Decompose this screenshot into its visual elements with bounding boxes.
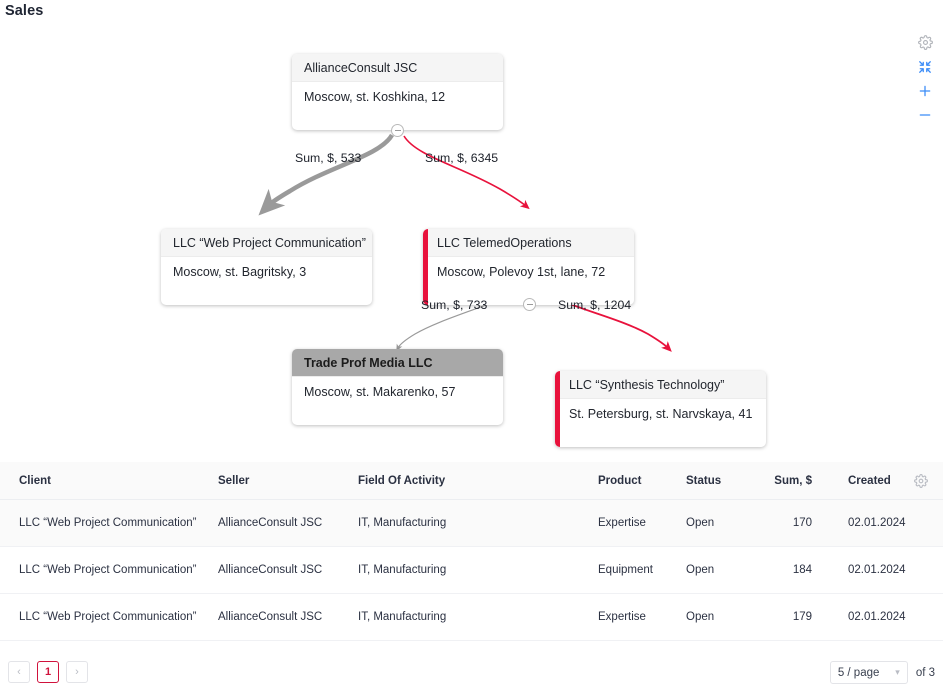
column-header-status[interactable]: Status	[686, 462, 756, 500]
edge-label-telemed-tradeprof: Sum, $, 733	[421, 298, 488, 312]
graph-node-address: Moscow, st. Bagritsky, 3	[173, 265, 307, 279]
graph-node-synthesis[interactable]: LLC “Synthesis Technology” St. Petersbur…	[555, 371, 766, 447]
table-header-row: Client Seller Field Of Activity Product …	[0, 462, 943, 500]
graph-zoom-out-button[interactable]	[913, 104, 937, 125]
cell-product: Equipment	[598, 546, 686, 594]
pagination-pages: ‹ 1 ›	[8, 661, 88, 683]
graph-zoom-in-button[interactable]	[913, 80, 937, 101]
graph-node-tradeprof[interactable]: Trade Prof Media LLC Moscow, st. Makaren…	[292, 349, 503, 425]
pagination-prev-button[interactable]: ‹	[8, 661, 30, 683]
settings-gear-icon	[917, 35, 933, 50]
graph-node-telemed[interactable]: LLC TelemedOperations Moscow, Polevoy 1s…	[423, 229, 634, 305]
cell-sum: 170	[756, 499, 818, 547]
cell-status: Open	[686, 593, 756, 641]
relationship-graph-canvas[interactable]: AllianceConsult JSC Moscow, st. Koshkina…	[0, 26, 943, 458]
cell-client: LLC “Web Project Communication”	[0, 546, 218, 594]
graph-controls	[912, 32, 938, 125]
graph-node-title: LLC “Synthesis Technology”	[555, 371, 766, 399]
table-settings-button[interactable]	[914, 462, 943, 500]
cell-client: LLC “Web Project Communication”	[0, 499, 218, 547]
graph-node-alliance-collapse-toggle[interactable]	[391, 124, 404, 137]
graph-node-webproject[interactable]: LLC “Web Project Communication” Moscow, …	[161, 229, 372, 305]
column-header-field[interactable]: Field Of Activity	[358, 462, 598, 500]
pagination-size-area: 5 / page ▾ of 3	[829, 661, 935, 684]
graph-node-address: Moscow, st. Koshkina, 12	[304, 90, 446, 104]
pagination: ‹ 1 › 5 / page ▾ of 3	[0, 655, 943, 690]
column-header-seller[interactable]: Seller	[218, 462, 358, 500]
cell-seller: AllianceConsult JSC	[218, 546, 358, 594]
table-row[interactable]: LLC “Web Project Communication” Alliance…	[0, 499, 943, 547]
cell-created: 02.01.2024	[818, 546, 914, 594]
cell-client: LLC “Web Project Communication”	[0, 593, 218, 641]
cell-sum: 179	[756, 593, 818, 641]
cell-spacer	[914, 593, 943, 641]
chevron-down-icon: ▾	[895, 667, 900, 677]
edge-label-telemed-synthesis: Sum, $, 1204	[558, 298, 632, 312]
cell-product: Expertise	[598, 499, 686, 547]
cell-product: Expertise	[598, 593, 686, 641]
column-header-product[interactable]: Product	[598, 462, 686, 500]
node-accent-bar	[423, 229, 428, 305]
pagination-page-1[interactable]: 1	[37, 661, 59, 683]
edge-label-alliance-telemed: Sum, $, 6345	[425, 151, 499, 165]
cell-created: 02.01.2024	[818, 593, 914, 641]
table-body: LLC “Web Project Communication” Alliance…	[0, 499, 943, 641]
graph-node-address: Moscow, st. Makarenko, 57	[304, 385, 456, 399]
edge-label-alliance-webproject: Sum, $, 533	[295, 151, 362, 165]
graph-node-title: LLC TelemedOperations	[423, 229, 634, 257]
cell-field: IT, Manufacturing	[358, 546, 598, 594]
graph-node-title: Trade Prof Media LLC	[292, 349, 503, 377]
graph-node-address: St. Petersburg, st. Narvskaya, 41	[569, 407, 753, 421]
minus-icon	[918, 108, 932, 122]
cell-status: Open	[686, 546, 756, 594]
cell-status: Open	[686, 499, 756, 547]
graph-settings-button[interactable]	[913, 32, 937, 53]
graph-node-title: LLC “Web Project Communication”	[161, 229, 372, 257]
table-row[interactable]: LLC “Web Project Communication” Alliance…	[0, 546, 943, 594]
table-header: Client Seller Field Of Activity Product …	[0, 462, 943, 500]
graph-node-telemed-collapse-toggle[interactable]	[523, 298, 536, 311]
column-header-client[interactable]: Client	[0, 462, 218, 500]
cell-field: IT, Manufacturing	[358, 499, 598, 547]
table-row[interactable]: LLC “Web Project Communication” Alliance…	[0, 593, 943, 641]
graph-fit-button[interactable]	[913, 56, 937, 77]
pagination-next-button[interactable]: ›	[66, 661, 88, 683]
cell-sum: 184	[756, 546, 818, 594]
column-header-created[interactable]: Created	[818, 462, 914, 500]
page-size-value: 5 / page	[837, 666, 880, 679]
plus-icon	[918, 84, 932, 98]
cell-spacer	[914, 546, 943, 594]
graph-node-alliance[interactable]: AllianceConsult JSC Moscow, st. Koshkina…	[292, 54, 503, 130]
cell-seller: AllianceConsult JSC	[218, 593, 358, 641]
graph-node-title: AllianceConsult JSC	[292, 54, 503, 82]
cell-spacer	[914, 499, 943, 547]
column-header-sum[interactable]: Sum, $	[756, 462, 818, 500]
cell-seller: AllianceConsult JSC	[218, 499, 358, 547]
cell-created: 02.01.2024	[818, 499, 914, 547]
cell-field: IT, Manufacturing	[358, 593, 598, 641]
collapse-arrows-icon	[918, 60, 932, 74]
gear-icon	[914, 474, 943, 488]
graph-node-address: Moscow, Polevoy 1st, lane, 72	[437, 265, 606, 279]
sales-table: Client Seller Field Of Activity Product …	[0, 462, 943, 641]
page-title: Sales	[5, 3, 44, 19]
page-size-select[interactable]: 5 / page ▾	[829, 661, 908, 684]
pagination-total-label: of 3	[915, 666, 935, 679]
node-accent-bar	[555, 371, 560, 447]
